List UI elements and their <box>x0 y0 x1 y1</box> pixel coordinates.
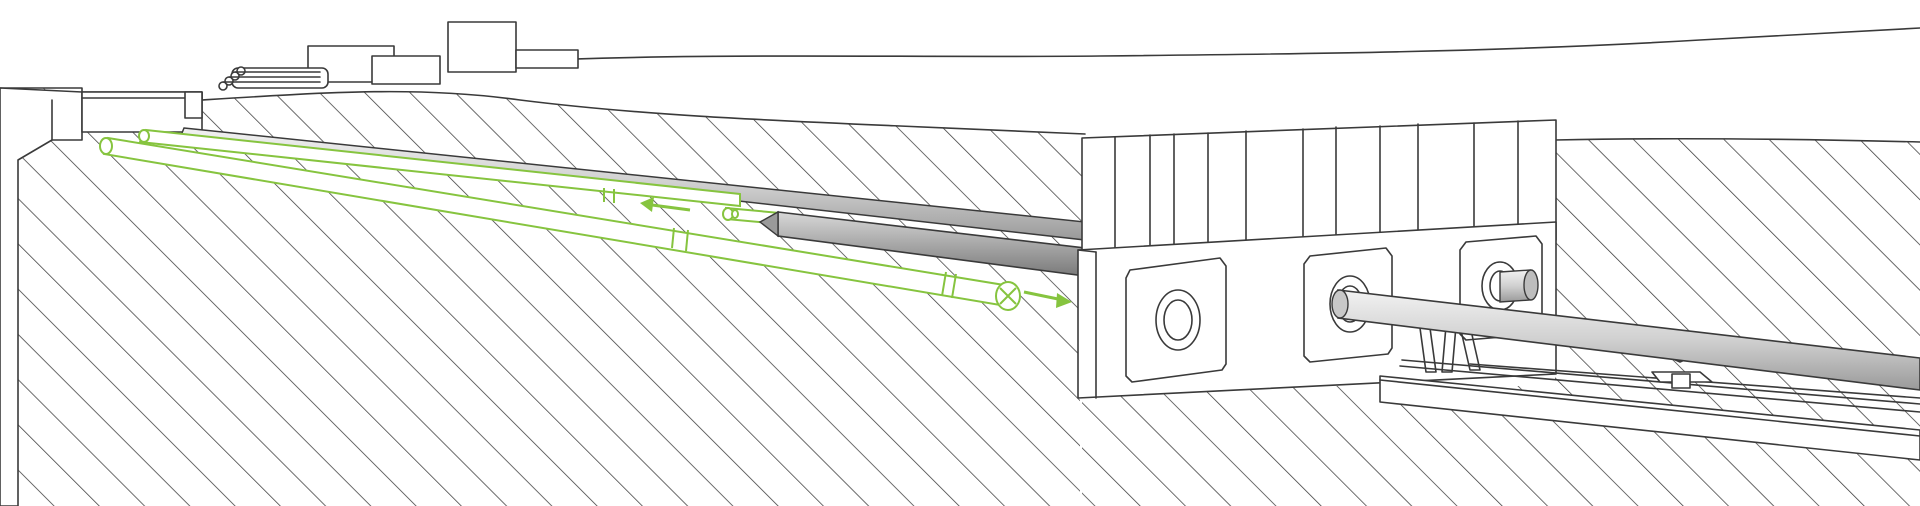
building-cluster <box>308 22 578 84</box>
thrust-block-1 <box>1126 258 1226 382</box>
stacked-pipes-on-surface <box>219 67 328 90</box>
